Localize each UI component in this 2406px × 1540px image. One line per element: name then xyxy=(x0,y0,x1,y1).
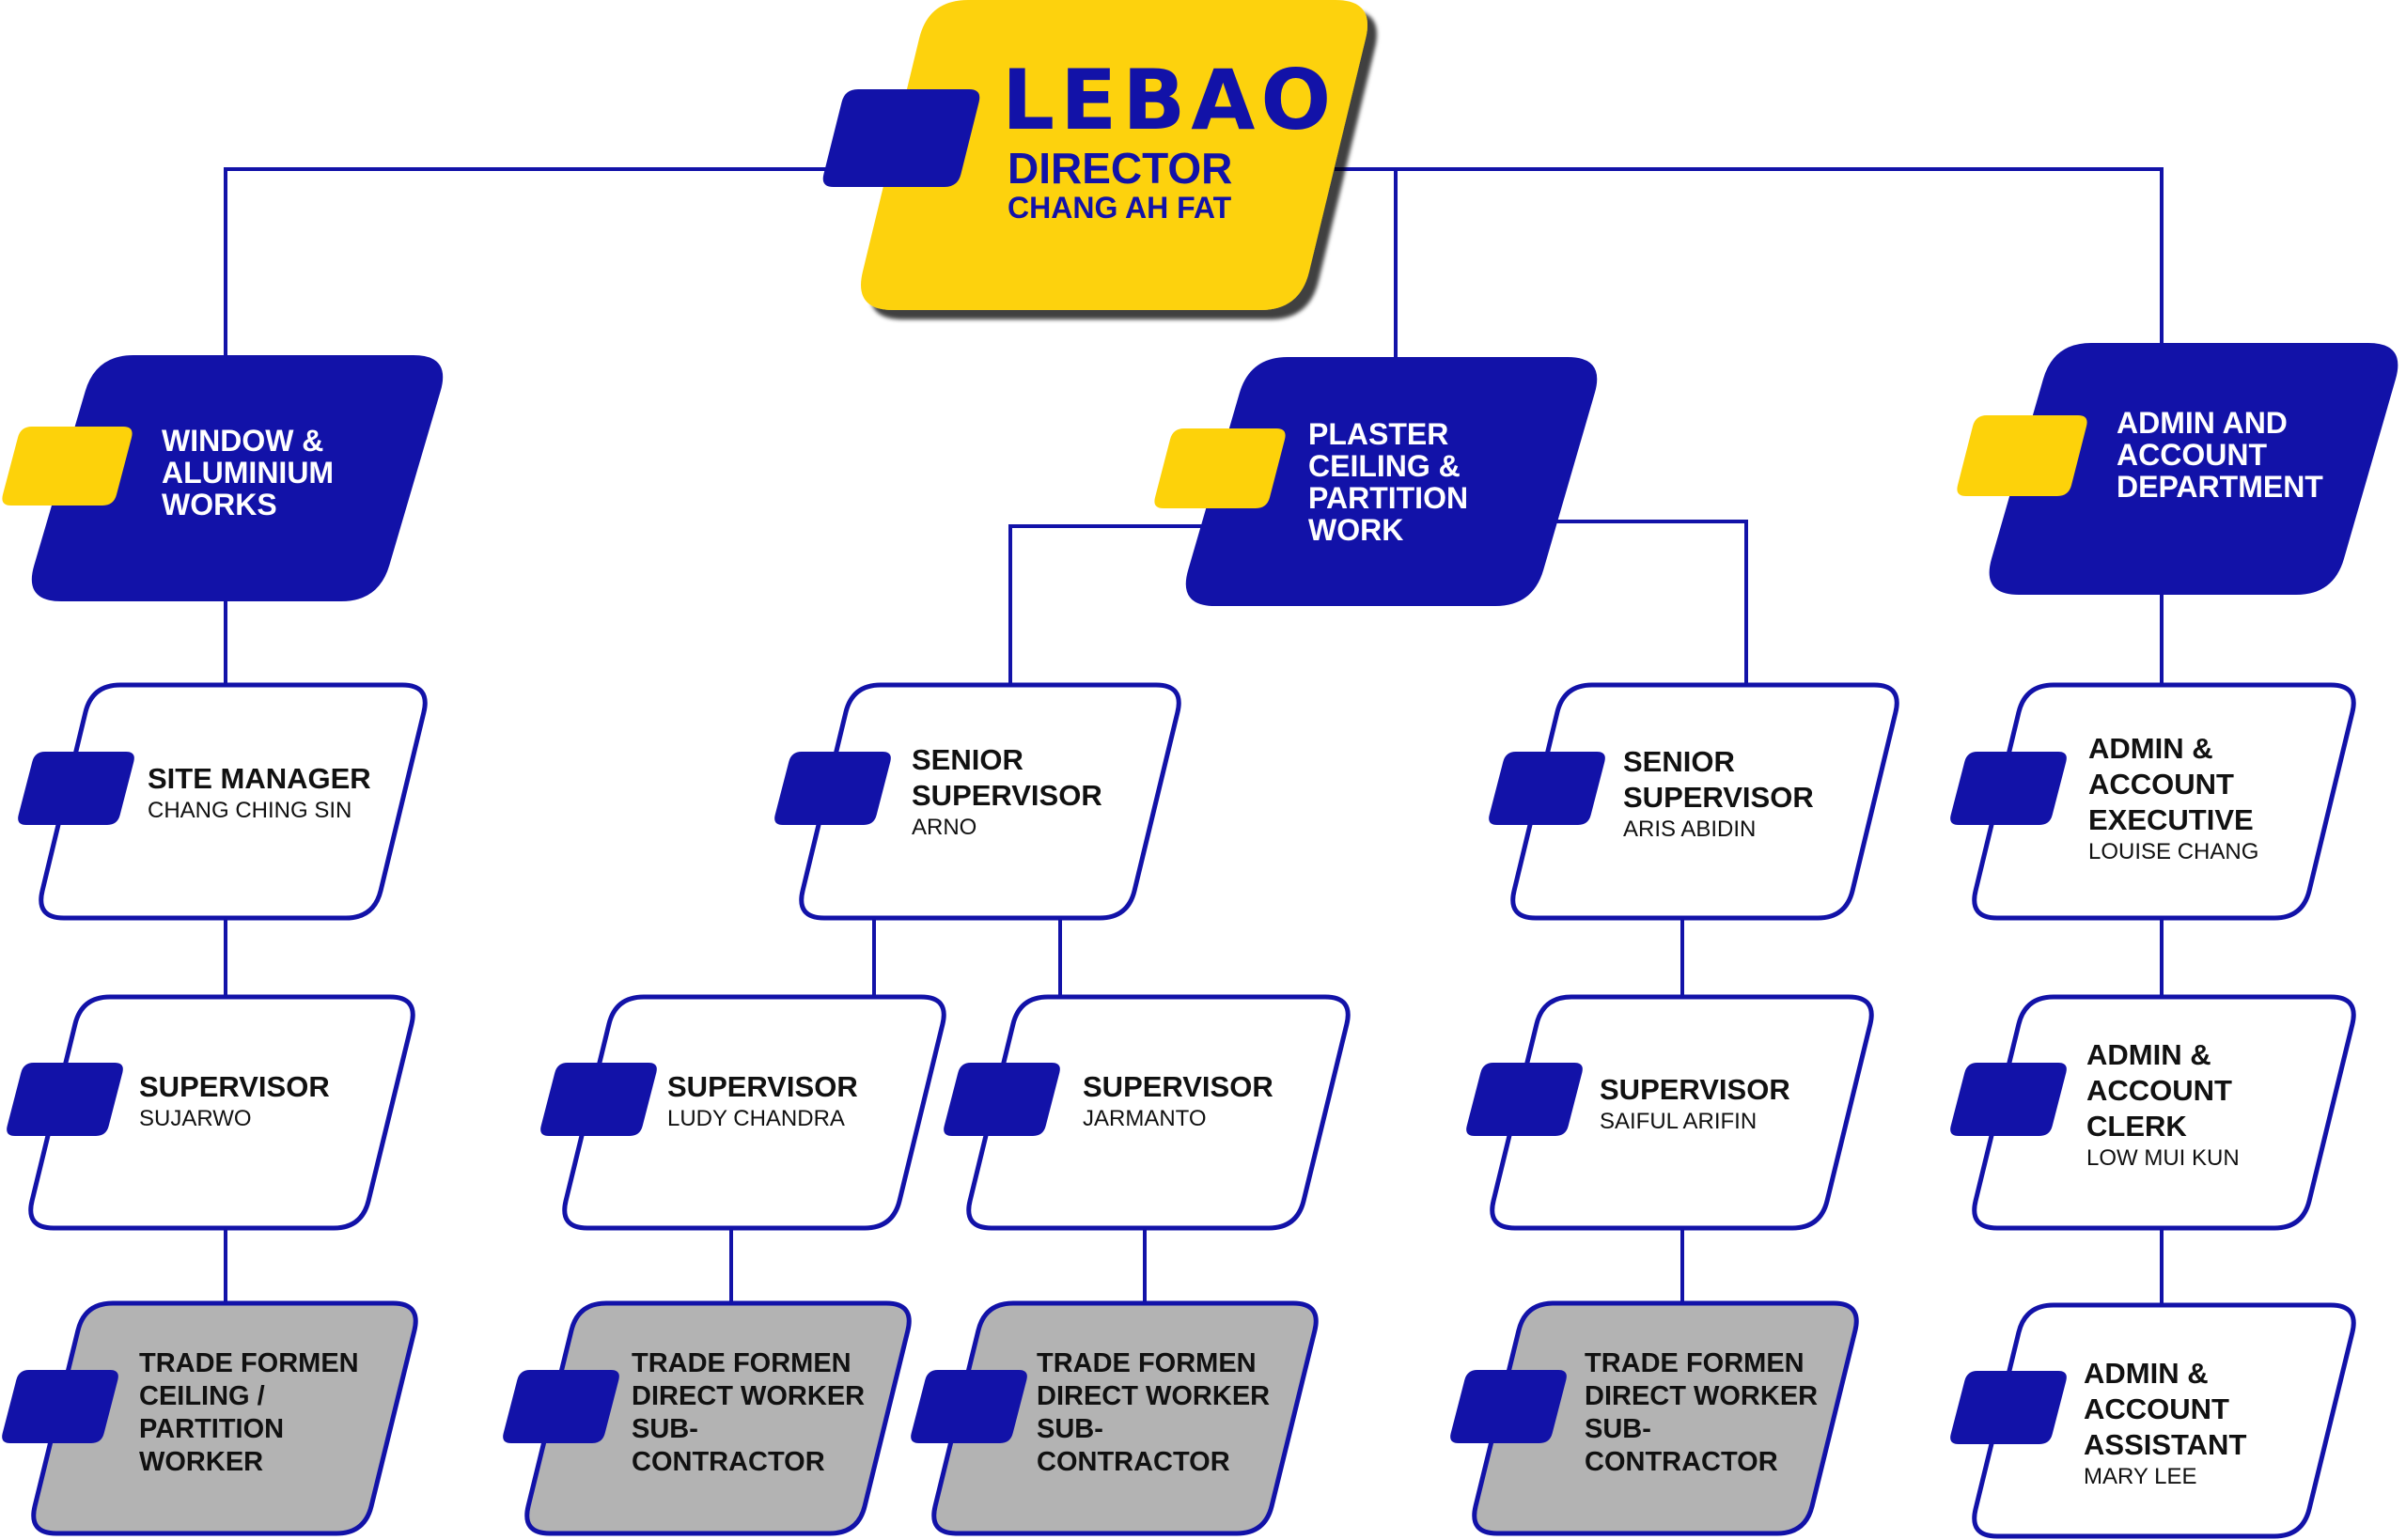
staff-box-site-manager xyxy=(39,682,428,921)
staff-title: ADMIN & ACCOUNT CLERK xyxy=(2086,1038,2232,1143)
dept-plaster-label: PLASTER CEILING & PARTITION WORK xyxy=(1308,418,1468,546)
connector-lines xyxy=(224,167,2164,1303)
staff-name: LOW MUI KUN xyxy=(2086,1145,2240,1171)
workers-title: TRADE FORMEN DIRECT WORKER SUB- CONTRACT… xyxy=(1585,1348,1819,1477)
staff-name: ARNO xyxy=(912,815,977,840)
staff-tab-admin-executive xyxy=(1950,752,2067,825)
staff-admin-executive: ADMIN & ACCOUNT EXECUTIVE LOUISE CHANG xyxy=(2088,731,2258,866)
staff-title: SITE MANAGER xyxy=(148,762,371,795)
workers-saiful: TRADE FORMEN DIRECT WORKER SUB- CONTRACT… xyxy=(1585,1347,1818,1479)
director-box xyxy=(861,0,1367,310)
workers-title: TRADE FORMEN DIRECT WORKER SUB- CONTRACT… xyxy=(632,1348,866,1477)
dept-box-window xyxy=(31,355,444,601)
staff-name: CHANG CHING SIN xyxy=(148,798,352,823)
staff-senior-supervisor-arno: SENIOR SUPERVISOR ARNO xyxy=(912,742,1102,842)
connector-plaster-arno xyxy=(1008,524,1212,686)
staff-tab-site-manager xyxy=(18,752,134,825)
workers-title: TRADE FORMEN CEILING / PARTITION WORKER xyxy=(139,1348,359,1477)
staff-box-sujarwo xyxy=(28,994,415,1231)
staff-box-admin-executive xyxy=(1972,682,2356,921)
staff-supervisor-ludy: SUPERVISOR LUDY CHANDRA xyxy=(667,1069,858,1133)
director-name: CHANG AH FAT xyxy=(1008,191,1232,225)
staff-name: SAIFUL ARIFIN xyxy=(1600,1109,1758,1134)
staff-box-admin-clerk xyxy=(1972,994,2356,1231)
staff-name: LOUISE CHANG xyxy=(2088,839,2259,864)
workers-box-saiful xyxy=(1472,1300,1859,1536)
director-label: DIRECTOR CHANG AH FAT xyxy=(1008,146,1232,225)
staff-admin-assistant: ADMIN & ACCOUNT ASSISTANT MARY LEE xyxy=(2084,1356,2246,1491)
dept-tab-window xyxy=(2,427,133,506)
staff-box-jarmanto xyxy=(966,994,1351,1231)
staff-box-admin-assistant xyxy=(1972,1302,2356,1539)
workers-jarmanto: TRADE FORMEN DIRECT WORKER SUB- CONTRACT… xyxy=(1037,1347,1270,1479)
staff-name: JARMANTO xyxy=(1083,1106,1207,1131)
workers-tab-jarmanto xyxy=(911,1370,1027,1443)
staff-title: SUPERVISOR xyxy=(1083,1070,1273,1103)
staff-title: SUPERVISOR xyxy=(139,1070,330,1103)
workers-tab-window xyxy=(2,1370,118,1443)
connector-director-window xyxy=(224,167,888,362)
staff-title: SUPERVISOR xyxy=(1600,1073,1790,1106)
staff-title: SENIOR SUPERVISOR xyxy=(1623,745,1814,814)
dept-tab-admin xyxy=(1957,415,2087,496)
staff-box-aris xyxy=(1510,682,1899,921)
dept-title: ADMIN AND ACCOUNT DEPARTMENT xyxy=(2117,406,2323,504)
staff-tab-arno xyxy=(774,752,891,825)
workers-box-window xyxy=(31,1300,418,1536)
staff-supervisor-sujarwo: SUPERVISOR SUJARWO xyxy=(139,1069,330,1133)
staff-tab-admin-clerk xyxy=(1950,1063,2067,1136)
dept-window-label: WINDOW & ALUMINIUM WORKS xyxy=(162,425,334,521)
workers-ludy: TRADE FORMEN DIRECT WORKER SUB- CONTRACT… xyxy=(632,1347,865,1479)
dept-admin-label: ADMIN AND ACCOUNT DEPARTMENT xyxy=(2117,407,2323,503)
staff-title: SUPERVISOR xyxy=(667,1070,858,1103)
dept-tab-plaster xyxy=(1154,428,1286,508)
staff-name: LUDY CHANDRA xyxy=(667,1106,845,1131)
staff-name: SUJARWO xyxy=(139,1106,252,1131)
dept-box-admin xyxy=(1989,343,2398,595)
connector-plaster-aris xyxy=(1551,520,1748,686)
dept-box-plaster xyxy=(1185,357,1598,606)
staff-tab-saiful xyxy=(1466,1063,1583,1136)
workers-box-ludy xyxy=(524,1300,912,1536)
director-title: DIRECTOR xyxy=(1008,144,1233,193)
staff-tab-sujarwo xyxy=(7,1063,123,1136)
staff-name: ARIS ABIDIN xyxy=(1623,817,1757,842)
dept-title: WINDOW & ALUMINIUM WORKS xyxy=(162,424,335,521)
director-tab xyxy=(822,89,980,187)
staff-supervisor-saiful: SUPERVISOR SAIFUL ARIFIN xyxy=(1600,1072,1790,1136)
workers-box-jarmanto xyxy=(931,1300,1319,1536)
staff-title: ADMIN & ACCOUNT EXECUTIVE xyxy=(2088,732,2254,836)
lebao-logo: LEBAO xyxy=(1002,52,1337,148)
staff-tab-aris xyxy=(1489,752,1605,825)
staff-tab-jarmanto xyxy=(944,1063,1060,1136)
staff-box-ludy xyxy=(562,994,946,1231)
dept-title: PLASTER CEILING & PARTITION WORK xyxy=(1308,417,1469,547)
workers-title: TRADE FORMEN DIRECT WORKER SUB- CONTRACT… xyxy=(1037,1348,1271,1477)
staff-title: SENIOR SUPERVISOR xyxy=(912,743,1102,812)
staff-box-saiful xyxy=(1490,994,1874,1231)
staff-site-manager: SITE MANAGER CHANG CHING SIN xyxy=(148,761,371,825)
staff-supervisor-jarmanto: SUPERVISOR JARMANTO xyxy=(1083,1069,1273,1133)
staff-name: MARY LEE xyxy=(2084,1464,2197,1489)
staff-senior-supervisor-aris: SENIOR SUPERVISOR ARIS ABIDIN xyxy=(1623,744,1814,844)
workers-tab-saiful xyxy=(1450,1370,1567,1443)
workers-window: TRADE FORMEN CEILING / PARTITION WORKER xyxy=(139,1347,359,1479)
staff-tab-admin-assistant xyxy=(1950,1371,2067,1444)
connector-director-admin xyxy=(1335,167,2164,348)
staff-tab-ludy xyxy=(540,1063,657,1136)
staff-admin-clerk: ADMIN & ACCOUNT CLERK LOW MUI KUN xyxy=(2086,1037,2240,1173)
staff-box-arno xyxy=(799,682,1181,921)
workers-tab-ludy xyxy=(503,1370,619,1443)
staff-title: ADMIN & ACCOUNT ASSISTANT xyxy=(2084,1357,2247,1461)
